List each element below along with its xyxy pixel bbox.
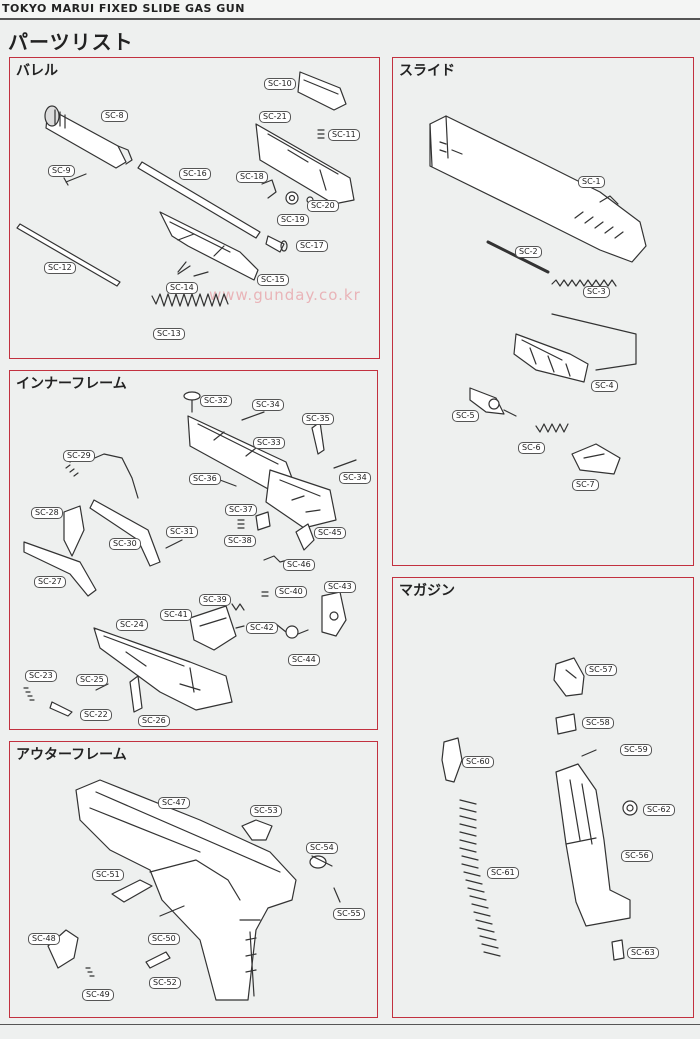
part-label-sc-30: SC-30	[109, 538, 141, 550]
part-label-sc-62: SC-62	[643, 804, 675, 816]
part-label-sc-11: SC-11	[328, 129, 360, 141]
part-label-sc-6: SC-6	[518, 442, 545, 454]
part-label-sc-36: SC-36	[189, 473, 221, 485]
part-label-sc-24: SC-24	[116, 619, 148, 631]
panel-title-barrel: バレル	[16, 63, 58, 79]
part-label-sc-34-upper: SC-34	[252, 399, 284, 411]
part-label-sc-19: SC-19	[277, 214, 309, 226]
part-label-sc-53: SC-53	[250, 805, 282, 817]
part-label-sc-59: SC-59	[620, 744, 652, 756]
panel-title-inner-frame: インナーフレーム	[16, 376, 127, 392]
part-label-sc-31: SC-31	[166, 526, 198, 538]
panel-title-magazine: マガジン	[399, 583, 455, 599]
part-label-sc-50: SC-50	[148, 933, 180, 945]
part-label-sc-25: SC-25	[76, 674, 108, 686]
part-label-sc-27: SC-27	[34, 576, 66, 588]
part-label-sc-23: SC-23	[25, 670, 57, 682]
part-label-sc-47: SC-47	[158, 797, 190, 809]
barrel-parts-drawing	[16, 71, 355, 307]
part-label-sc-4: SC-4	[591, 380, 618, 392]
part-label-sc-35: SC-35	[302, 413, 334, 425]
part-label-sc-16: SC-16	[179, 168, 211, 180]
part-label-sc-21: SC-21	[259, 111, 291, 123]
panel-slide: スライド	[392, 57, 694, 566]
page-title: パーツリスト	[8, 30, 134, 54]
magazine-parts-drawing	[441, 657, 638, 961]
brand-text: TOKYO MARUI FIXED SLIDE GAS GUN	[2, 2, 245, 15]
part-label-sc-33: SC-33	[253, 437, 285, 449]
header-bar: TOKYO MARUI FIXED SLIDE GAS GUN	[0, 0, 700, 20]
part-label-sc-63: SC-63	[627, 947, 659, 959]
part-label-sc-49: SC-49	[82, 989, 114, 1001]
part-label-sc-9: SC-9	[48, 165, 75, 177]
part-label-sc-28: SC-28	[31, 507, 63, 519]
panel-inner-frame: インナーフレーム	[9, 370, 378, 730]
part-label-sc-10: SC-10	[264, 78, 296, 90]
part-label-sc-56: SC-56	[621, 850, 653, 862]
part-label-sc-15: SC-15	[257, 274, 289, 286]
part-label-sc-38: SC-38	[224, 535, 256, 547]
part-label-sc-7: SC-7	[572, 479, 599, 491]
page-bottom-rule	[0, 1024, 700, 1025]
part-label-sc-37: SC-37	[225, 504, 257, 516]
part-label-sc-46: SC-46	[283, 559, 315, 571]
part-label-sc-13: SC-13	[153, 328, 185, 340]
part-label-sc-51: SC-51	[92, 869, 124, 881]
part-label-sc-60: SC-60	[462, 756, 494, 768]
part-label-sc-57: SC-57	[585, 664, 617, 676]
part-label-sc-43: SC-43	[324, 581, 356, 593]
part-label-sc-61: SC-61	[487, 867, 519, 879]
part-label-sc-1: SC-1	[578, 176, 605, 188]
outer-frame-parts-drawing	[47, 779, 341, 1001]
part-label-sc-32: SC-32	[200, 395, 232, 407]
part-label-sc-42: SC-42	[246, 622, 278, 634]
panel-title-outer-frame: アウターフレーム	[16, 747, 127, 763]
part-label-sc-29: SC-29	[63, 450, 95, 462]
part-label-sc-41: SC-41	[160, 609, 192, 621]
part-label-sc-45: SC-45	[314, 527, 346, 539]
part-label-sc-5: SC-5	[452, 410, 479, 422]
panel-outer-frame: アウターフレーム	[9, 741, 378, 1018]
part-label-sc-34-lower: SC-34	[339, 472, 371, 484]
part-label-sc-3: SC-3	[583, 286, 610, 298]
part-label-sc-14: SC-14	[166, 282, 198, 294]
part-label-sc-18: SC-18	[236, 171, 268, 183]
part-label-sc-22: SC-22	[80, 709, 112, 721]
panel-magazine: マガジン	[392, 577, 694, 1018]
part-label-sc-55: SC-55	[333, 908, 365, 920]
part-label-sc-26: SC-26	[138, 715, 170, 727]
part-label-sc-40: SC-40	[275, 586, 307, 598]
part-label-sc-48: SC-48	[28, 933, 60, 945]
part-label-sc-58: SC-58	[582, 717, 614, 729]
panel-title-slide: スライド	[399, 63, 455, 79]
part-label-sc-39: SC-39	[199, 594, 231, 606]
part-label-sc-8: SC-8	[101, 110, 128, 122]
part-label-sc-54: SC-54	[306, 842, 338, 854]
panel-barrel: バレル	[9, 57, 380, 359]
inner-frame-parts-drawing	[23, 391, 357, 717]
part-label-sc-44: SC-44	[288, 654, 320, 666]
watermark-text: www.gunday.co.kr	[209, 286, 361, 304]
part-label-sc-17: SC-17	[296, 240, 328, 252]
part-label-sc-12: SC-12	[44, 262, 76, 274]
part-label-sc-2: SC-2	[515, 246, 542, 258]
part-label-sc-52: SC-52	[149, 977, 181, 989]
part-label-sc-20: SC-20	[307, 200, 339, 212]
